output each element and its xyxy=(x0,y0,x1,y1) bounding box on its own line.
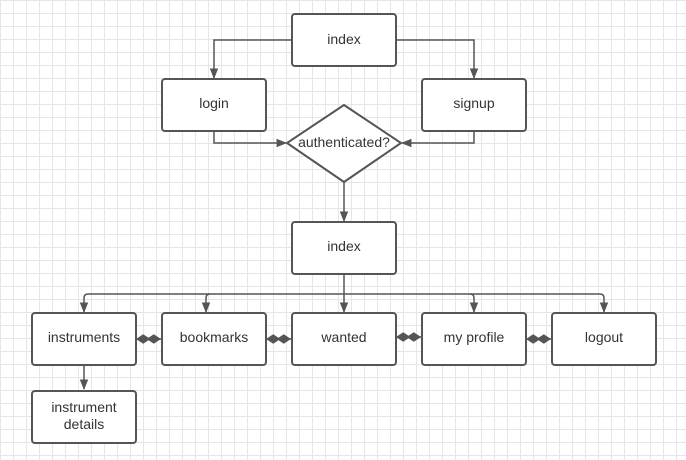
node-authenticated-label: authenticated? xyxy=(298,134,390,150)
edge-index-to-bookmarks xyxy=(201,293,211,314)
node-bookmarks: bookmarks xyxy=(161,312,267,366)
node-instrument-details-label-line2: details xyxy=(64,416,104,432)
node-login-label: login xyxy=(199,95,229,111)
node-logout-box xyxy=(551,312,657,366)
node-bookmarks-box xyxy=(161,312,267,366)
node-signup-label: signup xyxy=(453,95,494,111)
node-index-top: index xyxy=(291,13,397,67)
edge-index-to-login xyxy=(209,39,292,80)
node-index-main-label: index xyxy=(327,238,360,254)
edge-index-to-instruments xyxy=(79,293,344,314)
edge-index-to-signup xyxy=(396,39,479,80)
node-authenticated-diamond xyxy=(285,103,403,184)
node-instrument-details-box xyxy=(31,390,137,444)
node-index-top-label: index xyxy=(327,31,360,47)
node-wanted-label: wanted xyxy=(320,329,366,345)
node-my-profile-label: my profile xyxy=(444,329,505,345)
node-signup-box xyxy=(421,78,527,132)
edge-login-to-authenticated xyxy=(213,131,288,148)
node-instruments-box xyxy=(31,312,137,366)
node-index-main-box xyxy=(291,221,397,275)
edge-signup-to-authenticated xyxy=(400,131,475,148)
node-index-main: index xyxy=(291,221,397,275)
node-login: login xyxy=(161,78,267,132)
node-instrument-details-label-line1: instrument xyxy=(51,399,116,415)
node-my-profile: my profile xyxy=(421,312,527,366)
node-instruments-label: instruments xyxy=(48,329,120,345)
node-signup: signup xyxy=(421,78,527,132)
node-login-box xyxy=(161,78,267,132)
node-bookmarks-label: bookmarks xyxy=(180,329,248,345)
node-wanted-box xyxy=(291,312,397,366)
node-logout: logout xyxy=(551,312,657,366)
node-authenticated-decision: authenticated? xyxy=(285,103,403,184)
node-logout-label: logout xyxy=(585,329,623,345)
node-instruments: instruments xyxy=(31,312,137,366)
node-instrument-details: instrument details xyxy=(31,390,137,444)
edge-index-to-logout xyxy=(470,293,609,314)
node-wanted: wanted xyxy=(291,312,397,366)
edge-index-to-my-profile xyxy=(344,293,479,314)
node-index-top-box xyxy=(291,13,397,67)
node-my-profile-box xyxy=(421,312,527,366)
